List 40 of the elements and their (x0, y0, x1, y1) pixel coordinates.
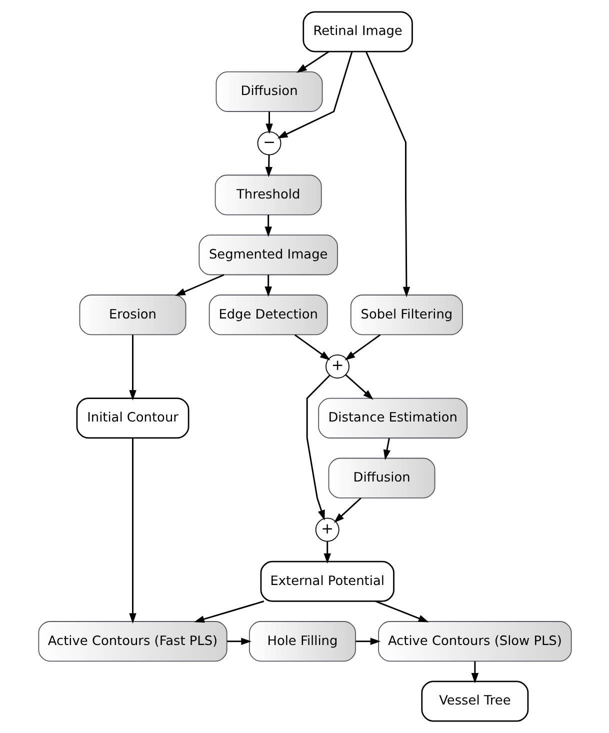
node-box: Segmented Image (198, 234, 338, 276)
node-box: Diffusion (328, 458, 435, 498)
arrow (128, 438, 136, 624)
node-box: Retinal Image (302, 11, 412, 52)
node-circle: − (256, 131, 281, 156)
node-box: Hole Filling (248, 621, 356, 662)
arrow (333, 498, 361, 523)
arrow (294, 334, 330, 360)
node-box: Diffusion (215, 71, 322, 112)
node-box: Distance Estimation (318, 398, 468, 438)
arrow (174, 274, 224, 296)
node-box: External Potential (260, 560, 394, 602)
node-box: Active Contours (Fast PLS) (38, 621, 227, 662)
arrow (344, 374, 373, 400)
arrow (344, 334, 380, 360)
arrow (226, 638, 251, 645)
arrow (264, 214, 272, 237)
node-circle: + (325, 354, 349, 378)
node-box: Vessel Tree (420, 680, 528, 722)
node-circle: + (314, 518, 339, 542)
arrow (364, 51, 410, 298)
arrow (128, 334, 136, 400)
arrow (374, 600, 428, 622)
arrow (382, 438, 390, 460)
arrow (276, 52, 352, 139)
node-box: Active Contours (Slow PLS) (378, 621, 572, 662)
arrow (355, 638, 380, 645)
arrow (470, 661, 478, 684)
node-box: Threshold (214, 174, 322, 216)
arrow (296, 51, 329, 73)
node-box: Initial Contour (76, 398, 189, 439)
arrow (306, 374, 330, 520)
arrow (265, 112, 272, 134)
node-box: Sobel Filtering (350, 294, 462, 336)
arrow (264, 155, 272, 178)
node-box: Erosion (78, 294, 186, 336)
arrow (323, 541, 330, 564)
arrow (193, 600, 264, 623)
node-box: Edge Detection (208, 294, 328, 336)
arrow (264, 274, 272, 297)
